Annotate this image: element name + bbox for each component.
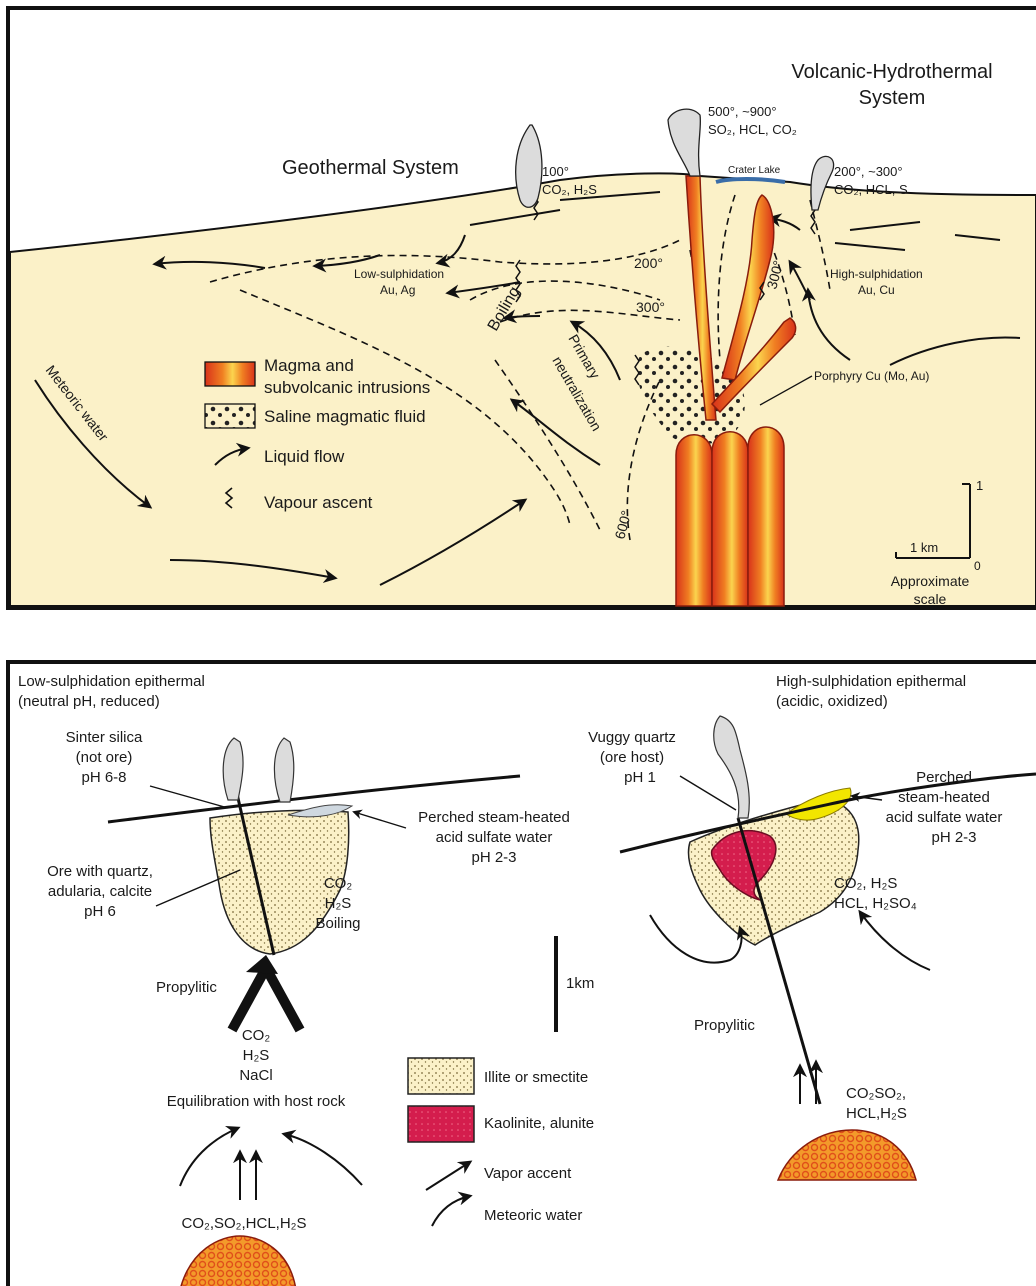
plume-right-temp: 200°, ~300° — [834, 164, 903, 179]
legend-illite-swatch — [408, 1058, 474, 1094]
scale-approx-2: scale — [914, 591, 947, 607]
propylitic-low: Propylitic — [156, 979, 217, 996]
sinter-3: pH 6-8 — [81, 769, 126, 786]
vuggy-3: pH 1 — [624, 769, 656, 786]
legend-magma-2: subvolcanic intrusions — [264, 378, 430, 397]
perched-low-2: acid sulfate water — [436, 829, 553, 846]
ore-3: pH 6 — [84, 903, 116, 920]
perched-high-3: acid sulfate water — [886, 809, 1003, 826]
boil-gas-2: H₂S — [325, 895, 352, 912]
sinter-1: Sinter silica — [66, 729, 143, 746]
high-sulph-2: Au, Cu — [858, 283, 895, 297]
plume-right-gas: CO₂, HCL, S — [834, 182, 908, 197]
title-volcanic-1: Volcanic-Hydrothermal — [791, 61, 992, 83]
plume-geo-gas: CO₂, H₂S — [542, 182, 597, 197]
center-gas-4: Equilibration with host rock — [167, 1093, 346, 1110]
legend-saline-swatch — [205, 404, 255, 428]
low-sulph-2: Au, Ag — [380, 283, 415, 297]
low-title-2: (neutral pH, reduced) — [18, 693, 160, 710]
low-plume-2 — [274, 738, 293, 802]
sinter-2: (not ore) — [76, 749, 133, 766]
perched-high-4: pH 2-3 — [931, 829, 976, 846]
legend-liquid: Liquid flow — [264, 447, 345, 466]
legend-magma-1: Magma and — [264, 356, 354, 375]
legend-illite: Illite or smectite — [484, 1069, 588, 1086]
title-volcanic-2: System — [859, 87, 926, 109]
isotherm-200: 200° — [634, 255, 663, 271]
center-gas-3: NaCl — [239, 1067, 272, 1084]
low-sulph-1: Low-sulphidation — [354, 267, 444, 281]
low-title-1: Low-sulphidation epithermal — [18, 673, 205, 690]
vuggy-1: Vuggy quartz — [588, 729, 676, 746]
high-title-1: High-sulphidation epithermal — [776, 673, 966, 690]
ore-2: adularia, calcite — [48, 883, 152, 900]
source-gases-low: CO₂,SO₂,HCL,H₂S — [182, 1215, 307, 1232]
bottom-panel: Low-sulphidation epithermal (neutral pH,… — [8, 662, 1036, 1286]
center-gas-1: CO₂ — [242, 1027, 271, 1044]
top-panel: Volcanic-Hydrothermal System Geothermal … — [8, 8, 1036, 608]
plume-geo-temp: 100° — [542, 164, 569, 179]
legend-vapour: Vapour ascent — [264, 493, 373, 512]
scale-zero: 0 — [974, 559, 981, 573]
plume-main-temp: 500°, ~900° — [708, 104, 777, 119]
high-gas-1: CO₂, H₂S — [834, 875, 897, 892]
scale-1km: 1km — [566, 975, 594, 992]
perched-low-3: pH 2-3 — [471, 849, 516, 866]
legend-kaolinite-swatch — [408, 1106, 474, 1142]
scale-approx-1: Approximate — [891, 573, 970, 589]
center-gas-2: H₂S — [243, 1047, 270, 1064]
ore-1: Ore with quartz, — [47, 863, 153, 880]
boil-gas-3: Boiling — [315, 915, 360, 932]
crater-lake-label: Crater Lake — [728, 165, 781, 176]
vuggy-2: (ore host) — [600, 749, 664, 766]
legend-saline: Saline magmatic fluid — [264, 407, 426, 426]
propylitic-high: Propylitic — [694, 1017, 755, 1034]
ground-body — [10, 173, 1036, 606]
legend-kaolinite: Kaolinite, alunite — [484, 1115, 594, 1132]
isotherm-300-a: 300° — [636, 299, 665, 315]
high-title-2: (acidic, oxidized) — [776, 693, 888, 710]
legend-magma-swatch — [205, 362, 255, 386]
high-sulph-1: High-sulphidation — [830, 267, 923, 281]
legend-meteoric: Meteoric water — [484, 1207, 582, 1224]
source-gas-high-2: HCL,H₂S — [846, 1105, 907, 1122]
high-gas-2: HCL, H₂SO₄ — [834, 895, 917, 912]
perched-low-1: Perched steam-heated — [418, 809, 570, 826]
porphyry-label: Porphyry Cu (Mo, Au) — [814, 369, 929, 383]
boil-gas-1: CO₂ — [324, 875, 353, 892]
perched-high-2: steam-heated — [898, 789, 990, 806]
scale-km: 1 km — [910, 540, 938, 555]
title-geothermal: Geothermal System — [282, 157, 459, 179]
legend-vapor: Vapor accent — [484, 1165, 572, 1182]
scale-one: 1 — [976, 478, 983, 493]
source-gas-high-1: CO₂SO₂, — [846, 1085, 906, 1102]
perched-high-1: Perched — [916, 769, 972, 786]
plume-main-gas: SO₂, HCL, CO₂ — [708, 122, 797, 137]
